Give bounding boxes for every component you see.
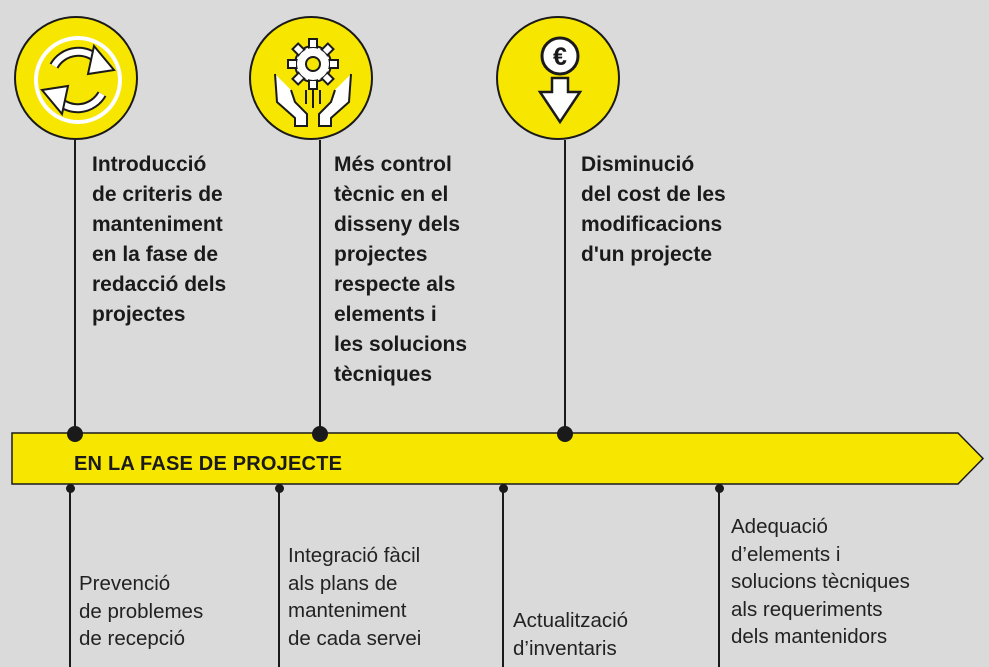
timeline-dot-bottom-3 — [499, 484, 508, 493]
timeline-dot-bottom-1 — [66, 484, 75, 493]
bottom-item-2-text: Integració fàcil als plans de mantenimen… — [288, 544, 422, 650]
phase-label: EN LA FASE DE PROJECTE — [74, 453, 343, 475]
top-item-3-text: Disminució del cost de les modificacions… — [581, 153, 726, 266]
refresh-cycle-icon — [34, 36, 122, 124]
connector-line-top-3 — [564, 140, 566, 432]
timeline-dot-top-3 — [557, 426, 573, 442]
connector-line-bottom-2 — [278, 490, 280, 667]
connector-line-bottom-3 — [502, 490, 504, 667]
timeline-dot-bottom-2 — [275, 484, 284, 493]
bottom-item-4-text: Adequació d’elements i solucions tècniqu… — [731, 515, 910, 648]
connector-line-bottom-4 — [718, 490, 720, 667]
timeline-dot-top-1 — [67, 426, 83, 442]
connector-line-top-2 — [319, 140, 321, 432]
gear-hands-icon-circle — [249, 16, 373, 140]
connector-line-bottom-1 — [69, 490, 71, 667]
refresh-cycle-icon-circle — [14, 16, 138, 140]
euro-down-icon-circle: € — [496, 16, 620, 140]
top-item-1-text: Introducció de criteris de manteniment e… — [92, 153, 227, 326]
gear-hands-icon — [274, 38, 352, 127]
connector-line-top-1 — [74, 140, 76, 432]
bottom-item-1-text: Prevenció de problemes de recepció — [79, 572, 204, 650]
euro-down-icon: € — [537, 36, 583, 125]
top-item-2-text: Més control tècnic en el disseny dels pr… — [334, 153, 468, 386]
timeline-dot-bottom-4 — [715, 484, 724, 493]
euro-glyph: € — [553, 43, 567, 71]
timeline-dot-top-2 — [312, 426, 328, 442]
bottom-item-3-text: Actualització d’inventaris — [513, 609, 629, 660]
